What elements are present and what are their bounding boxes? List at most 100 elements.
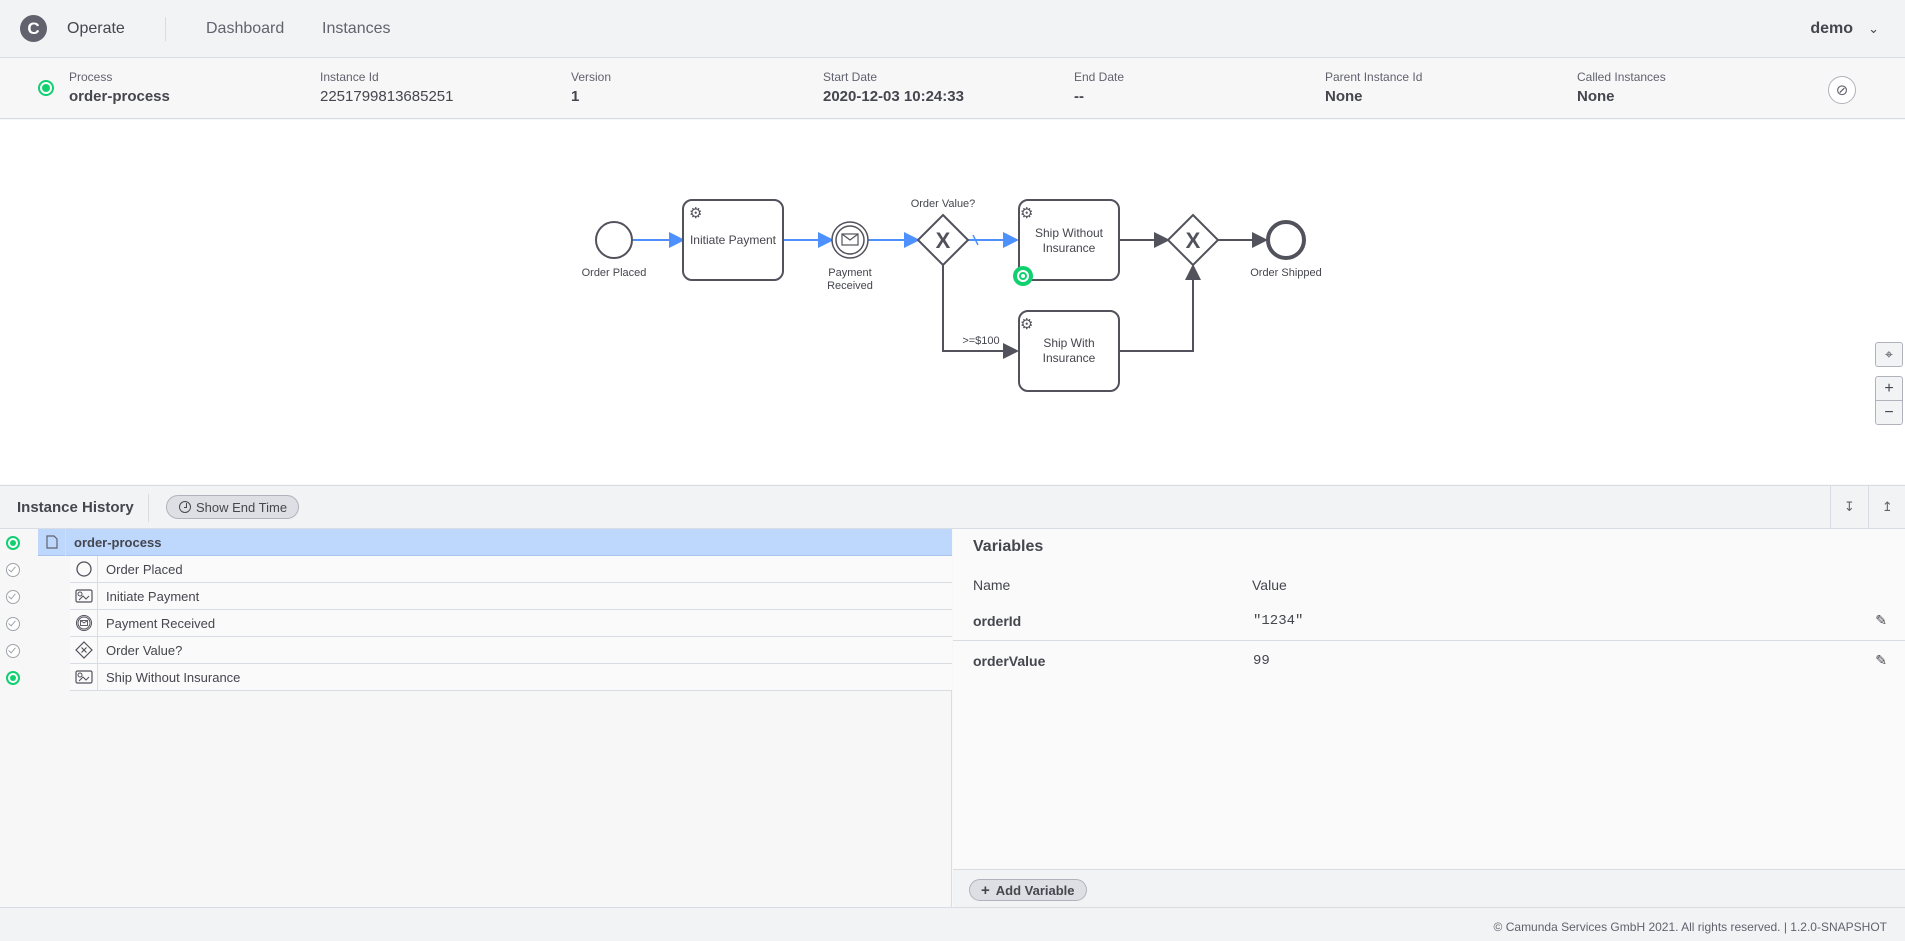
tree-row-label: Payment Received [106, 615, 216, 631]
exclusive-gateway-x-icon: X [1186, 228, 1201, 253]
active-token-ring [1017, 270, 1029, 282]
tree-row-order-process[interactable]: order-process [0, 528, 952, 556]
camunda-logo[interactable]: C [20, 15, 47, 42]
called-instances-label: Called Instances [1577, 70, 1666, 84]
add-variable-button[interactable]: + Add Variable [969, 879, 1087, 901]
active-state-icon [38, 80, 54, 96]
flow-gateway-to-ship-with[interactable] [942, 265, 1019, 359]
gear-icon: ⚙ [1020, 205, 1033, 222]
process-value: order-process [69, 88, 170, 105]
end-event-order-shipped[interactable] [1266, 220, 1306, 260]
start-date-value: 2020-12-03 10:24:33 [823, 88, 964, 105]
top-navigation-bar: C Operate Dashboard Instances demo ⌄ [0, 0, 1905, 58]
version-value: 1 [571, 88, 580, 105]
envelope-flap [841, 233, 859, 241]
collapse-panel-button[interactable]: ↧ [1830, 486, 1868, 528]
zoom-in-button[interactable]: + [1875, 376, 1903, 401]
nav-instances-link[interactable]: Instances [322, 20, 391, 37]
start-event-icon [70, 555, 98, 583]
start-date-label: Start Date [823, 70, 878, 84]
user-menu-button[interactable]: demo [1810, 20, 1853, 37]
instance-history-title: Instance History [17, 499, 134, 516]
variables-panel: Variables Name Value orderId "1234" ✎ or… [953, 529, 1905, 869]
tree-row-label: Order Value? [106, 642, 183, 658]
gateway-join[interactable] [1166, 213, 1220, 267]
service-task-icon [70, 582, 98, 610]
variables-name-header: Name [973, 577, 1011, 593]
process-label: Process [69, 70, 113, 84]
called-instances-field: Called Instances None [1577, 70, 1666, 105]
bpmn-diagram-canvas[interactable]: Order Placed ⚙ Initiate Payment Payment … [0, 120, 1905, 484]
expand-panel-button[interactable]: ↥ [1868, 486, 1905, 528]
task-ship-with-label-line1: Ship With [1043, 336, 1094, 350]
gear-icon: ⚙ [689, 205, 702, 222]
active-token-dot [1021, 274, 1025, 278]
variable-value: 99 [1253, 653, 1270, 669]
chevron-up-double-icon: ↥ [1882, 499, 1893, 514]
tree-row-order-placed[interactable]: Order Placed [0, 555, 952, 583]
variable-row: orderValue 99 ✎ [953, 641, 1905, 681]
variable-row: orderId "1234" ✎ [953, 601, 1905, 641]
completed-state-icon [6, 644, 20, 658]
variable-name: orderId [973, 613, 1022, 629]
brand-link[interactable]: Operate [67, 20, 125, 37]
edit-icon[interactable]: ✎ [1875, 612, 1887, 628]
end-date-label: End Date [1074, 70, 1125, 84]
tree-row-label: Initiate Payment [106, 588, 200, 604]
version-label: Version [571, 70, 612, 84]
instance-history-header: Instance History Show End Time ↧ ↥ [0, 485, 1905, 529]
tree-row-initiate-payment[interactable]: Initiate Payment [0, 582, 952, 610]
task-ship-with-insurance[interactable] [1018, 310, 1120, 392]
show-end-time-label: Show End Time [196, 499, 288, 515]
zoom-out-button[interactable]: − [1875, 400, 1903, 425]
end-event-label: Order Shipped [1250, 267, 1322, 279]
tree-row-label: Ship Without Insurance [106, 669, 241, 685]
process-field: Process order-process [69, 70, 170, 105]
parent-instance-label: Parent Instance Id [1325, 70, 1423, 84]
tree-row-order-value[interactable]: Order Value? [0, 636, 952, 664]
header-divider [165, 17, 166, 41]
cancel-instance-button[interactable]: ⊘ [1828, 76, 1856, 104]
instance-id-value: 2251799813685251 [320, 88, 454, 105]
task-initiate-payment-label: Initiate Payment [690, 233, 777, 247]
chevron-down-double-icon: ↧ [1844, 499, 1855, 514]
end-date-field: End Date -- [1074, 70, 1124, 105]
instance-id-field: Instance Id 2251799813685251 [320, 70, 453, 105]
reset-diagram-button[interactable]: ⌖ [1875, 342, 1903, 367]
plus-icon: + [981, 881, 990, 899]
message-event-icon [70, 609, 98, 637]
show-end-time-button[interactable]: Show End Time [166, 495, 300, 519]
tree-row-ship-without-insurance[interactable]: Ship Without Insurance [0, 663, 952, 691]
service-task-icon [70, 663, 98, 691]
message-event-label-line1: Payment [828, 267, 871, 279]
task-initiate-payment[interactable] [682, 199, 784, 281]
exclusive-gateway-x-icon: X [936, 228, 951, 253]
message-event-label-line2: Received [827, 280, 873, 292]
called-instances-value: None [1577, 88, 1615, 105]
start-event-label: Order Placed [582, 267, 647, 279]
tree-row-payment-received[interactable]: Payment Received [0, 609, 952, 637]
condition-label: >=$100 [962, 335, 999, 347]
flow-ship-with-to-join[interactable] [1119, 264, 1201, 352]
task-ship-without-label-line1: Ship Without [1035, 226, 1104, 240]
gear-icon: ⚙ [1020, 316, 1033, 333]
default-flow-marker [972, 234, 979, 246]
version-field: Version 1 [571, 70, 611, 105]
copyright-text: © Camunda Services GmbH 2021. All rights… [1493, 920, 1887, 934]
edit-icon[interactable]: ✎ [1875, 652, 1887, 668]
parent-instance-field: Parent Instance Id None [1325, 70, 1422, 105]
completed-state-icon [6, 617, 20, 631]
task-ship-without-insurance[interactable] [1018, 199, 1120, 281]
gateway-order-value[interactable] [916, 213, 970, 267]
variables-value-header: Value [1252, 577, 1287, 593]
chevron-down-icon[interactable]: ⌄ [1868, 21, 1879, 36]
parent-instance-value: None [1325, 88, 1363, 105]
nav-dashboard-link[interactable]: Dashboard [206, 20, 285, 37]
start-event-order-placed[interactable] [595, 221, 633, 259]
instance-id-label: Instance Id [320, 70, 379, 84]
active-state-icon [6, 536, 20, 550]
variables-footer: + Add Variable [953, 869, 1905, 907]
gateway-order-value-label: Order Value? [911, 198, 976, 210]
tree-row-label: Order Placed [106, 561, 183, 577]
completed-state-icon [6, 590, 20, 604]
